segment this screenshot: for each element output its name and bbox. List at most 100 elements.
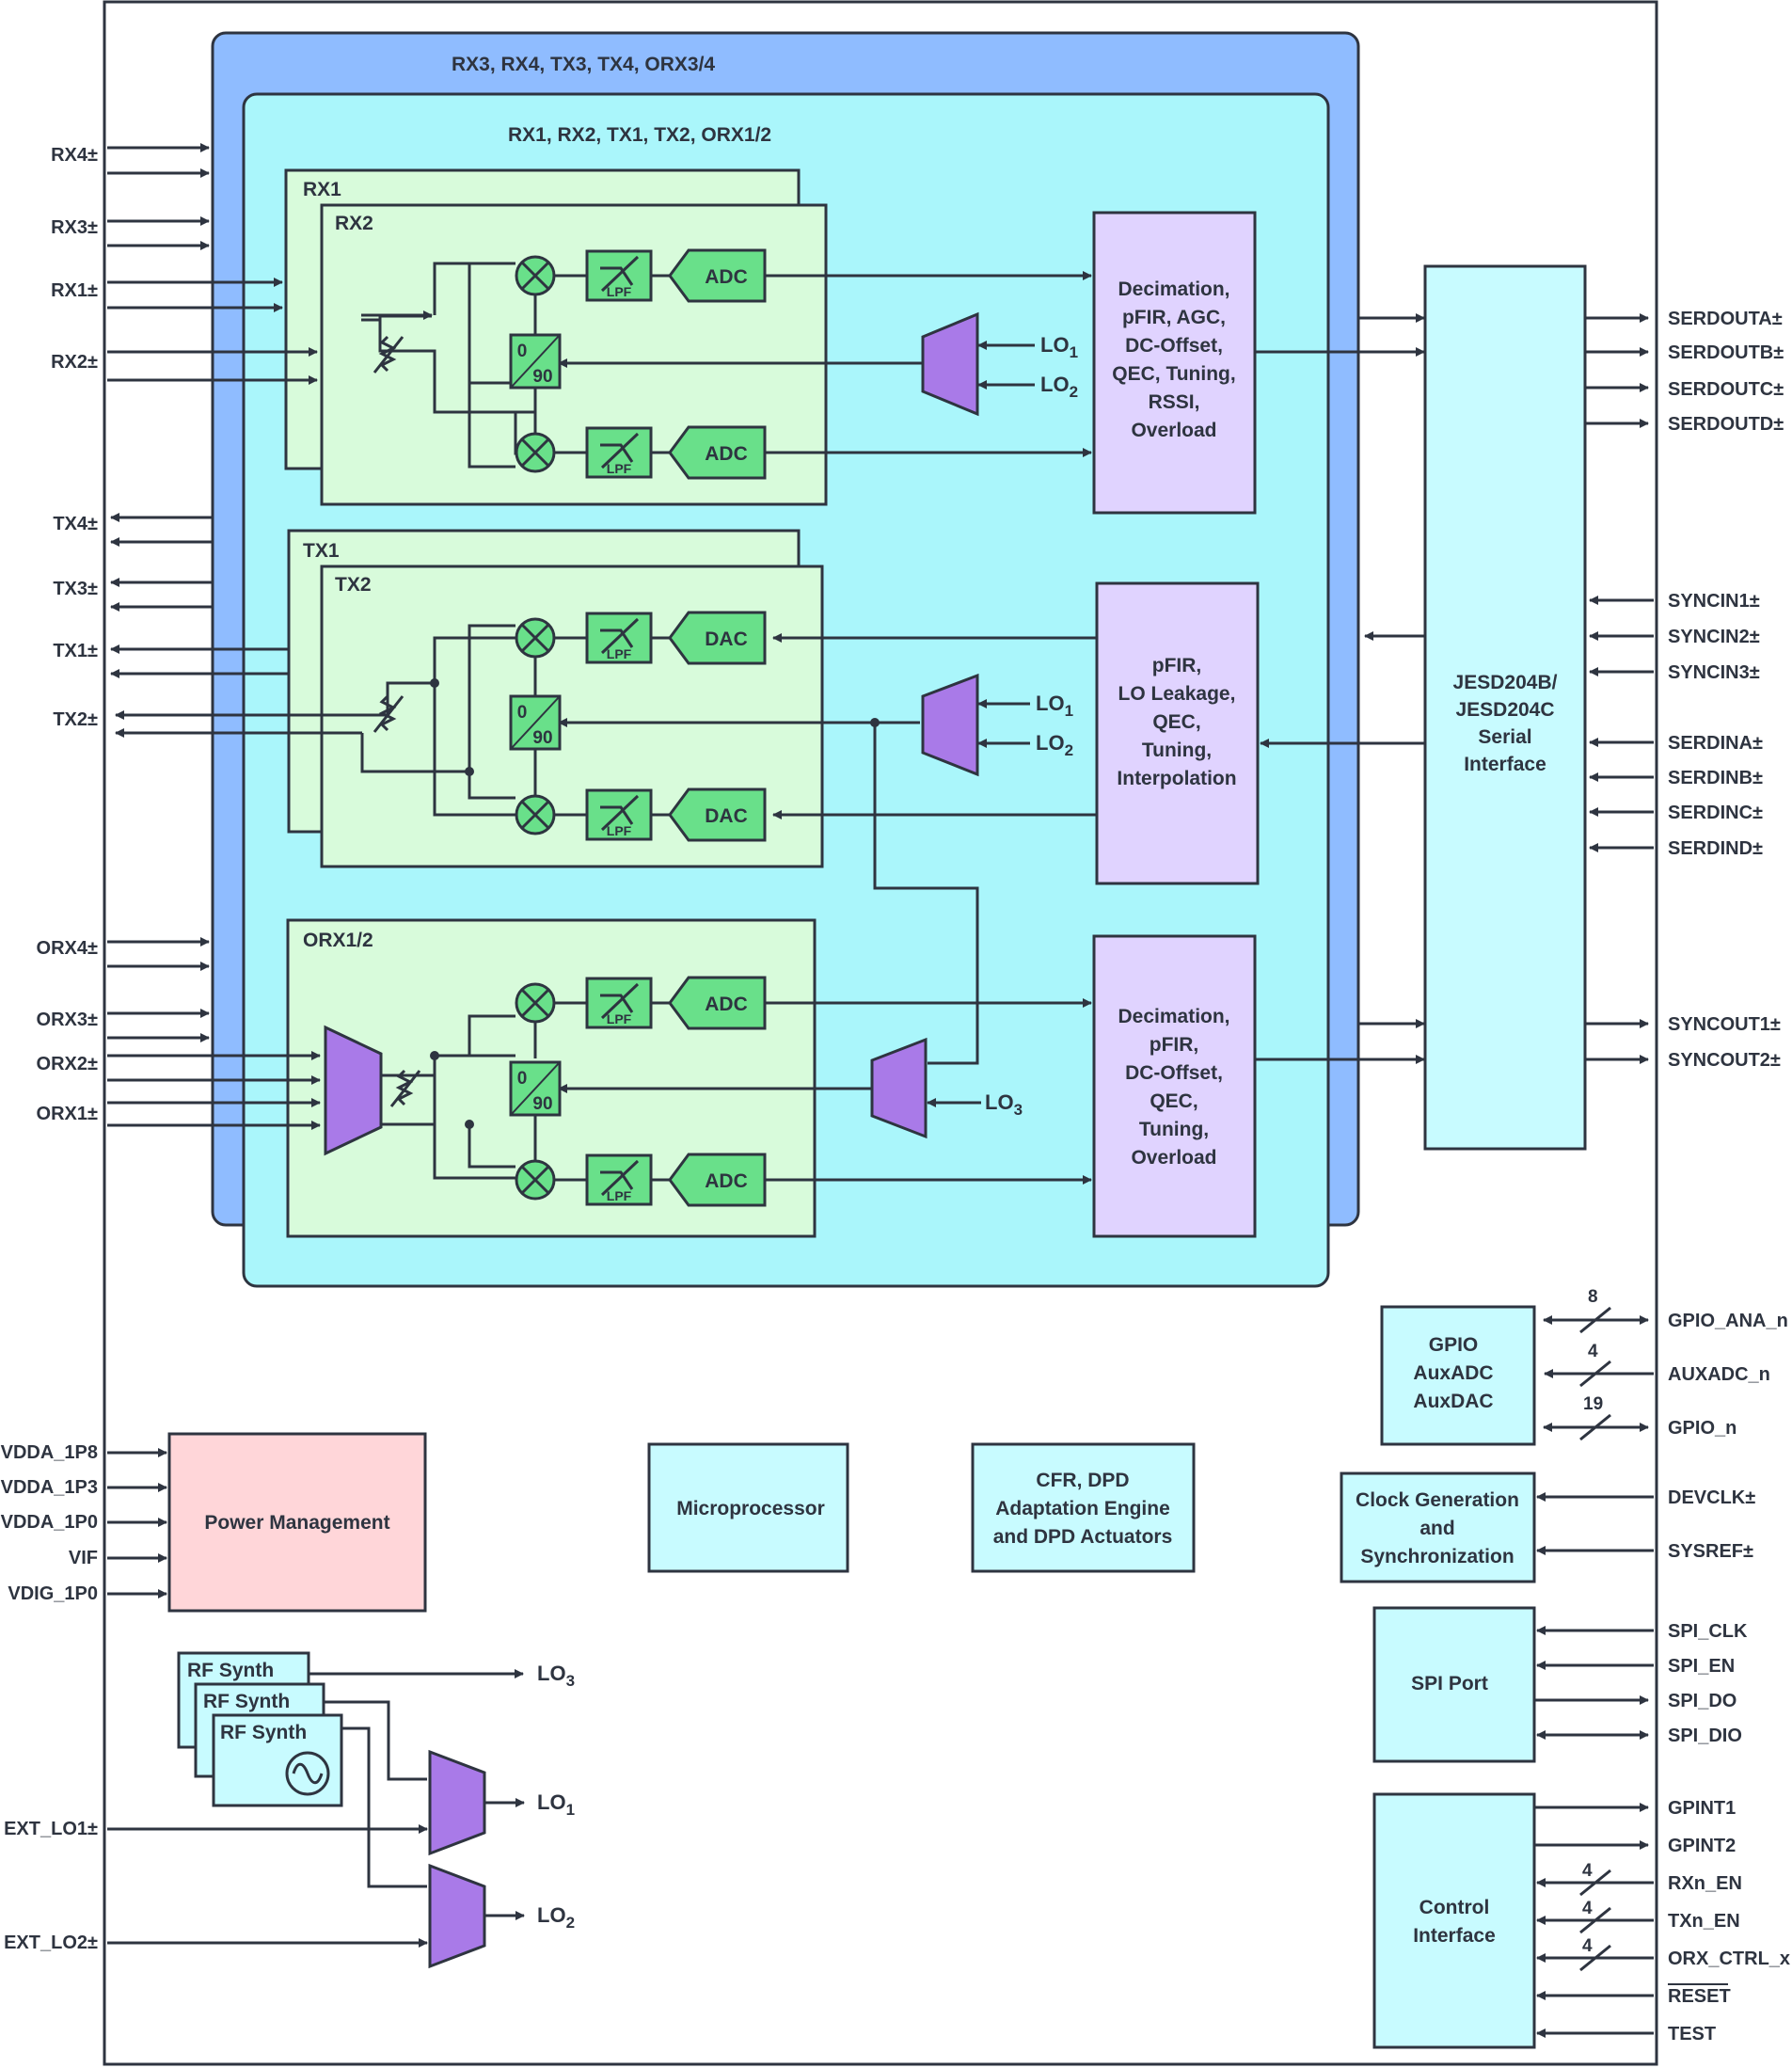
orx-dsp-line: DC-Offset, bbox=[1125, 1062, 1223, 1084]
pin-label-right: SYNCIN1± bbox=[1668, 591, 1760, 612]
power-management-block bbox=[167, 1432, 427, 1613]
pin-label-right: SERDOUTD± bbox=[1668, 414, 1784, 435]
lpf-label: LPF bbox=[607, 646, 632, 661]
pin-label-right: SPI_DIO bbox=[1668, 1726, 1742, 1746]
mixer-icon bbox=[515, 982, 556, 1024]
orx-adc: ADC bbox=[668, 1153, 767, 1207]
lo2-label: LO2 bbox=[1040, 373, 1078, 401]
rx2-label: RX2 bbox=[335, 213, 373, 234]
pin-label-right: AUXADC_n bbox=[1668, 1364, 1770, 1385]
lo-dashes bbox=[979, 343, 1035, 1105]
lpf-label: LPF bbox=[607, 284, 632, 299]
tx-dsp-block: pFIR, LO Leakage, QEC, Tuning, Interpola… bbox=[1095, 581, 1260, 885]
bus-width-auxadc: 4 bbox=[1588, 1342, 1598, 1361]
lo2-label: LO2 bbox=[537, 1903, 575, 1932]
pin-label-left: TX4± bbox=[53, 514, 98, 534]
pin-label-left: VDIG_1P0 bbox=[8, 1583, 98, 1604]
lo1-label: LO1 bbox=[1040, 333, 1078, 361]
tx-signal-chain bbox=[115, 624, 1097, 1065]
gpio-block-line: AuxDAC bbox=[1413, 1391, 1493, 1412]
pin-label-left: VDDA_1P8 bbox=[1, 1442, 98, 1463]
bus-width-slashes bbox=[1579, 1306, 1611, 1972]
dsp-jesd-links bbox=[1256, 313, 1425, 1064]
pin-label-left: TX3± bbox=[53, 579, 98, 599]
clock-block-line: and bbox=[1419, 1518, 1454, 1539]
pin-label-right: DEVCLK± bbox=[1668, 1487, 1755, 1508]
attenuator-icon bbox=[389, 1069, 421, 1107]
jesd-line: JESD204C bbox=[1455, 699, 1554, 721]
phase-top: 0 bbox=[517, 703, 528, 723]
orx-adc: ADC bbox=[668, 976, 767, 1030]
cfr-dpd-line: and DPD Actuators bbox=[993, 1526, 1173, 1548]
pin-label-right: RESET bbox=[1668, 1986, 1731, 2007]
lo1-label: LO1 bbox=[537, 1790, 575, 1819]
lpf-label: LPF bbox=[607, 823, 632, 838]
rx-dsp-line: DC-Offset, bbox=[1125, 335, 1223, 357]
rx-dsp-line: Overload bbox=[1131, 420, 1216, 441]
pin-label-right: SYNCOUT2± bbox=[1668, 1050, 1781, 1071]
orx-dsp-line: Overload bbox=[1131, 1147, 1216, 1169]
cfr-dpd-line: Adaptation Engine bbox=[995, 1498, 1170, 1519]
rf-synth-stack: RF Synth RF Synth RF Synth bbox=[177, 1651, 343, 1807]
mixer-icon bbox=[515, 432, 556, 473]
orx-dsp-line: pFIR, bbox=[1150, 1034, 1199, 1056]
bus-width-rxn-en: 4 bbox=[1582, 1861, 1593, 1881]
pin-label-left: RX3± bbox=[51, 217, 98, 238]
orx-label: ORX1/2 bbox=[303, 930, 373, 951]
lo3-label: LO3 bbox=[985, 1090, 1023, 1119]
spi-port-label: SPI Port bbox=[1411, 1673, 1488, 1694]
clock-block-line: Synchronization bbox=[1360, 1546, 1514, 1567]
pin-label-left: RX4± bbox=[51, 145, 98, 166]
lpf-label: LPF bbox=[607, 1011, 632, 1026]
spi-port-block bbox=[1372, 1606, 1536, 1763]
lpf-label: LPF bbox=[607, 461, 632, 476]
lpf-label: LPF bbox=[607, 1188, 632, 1203]
tx-dsp-line: Tuning, bbox=[1142, 740, 1212, 761]
mixer-icon bbox=[515, 617, 556, 659]
rx-lo-mux bbox=[921, 311, 979, 417]
orx-lo-mux bbox=[870, 1037, 928, 1139]
gpio-block-line: GPIO bbox=[1429, 1334, 1479, 1356]
clock-block-line: Clock Generation bbox=[1356, 1489, 1519, 1511]
left-pin-arrows bbox=[107, 143, 321, 1599]
bus-width-gpio-ana: 8 bbox=[1588, 1287, 1598, 1307]
pin-label-left: RX1± bbox=[51, 280, 98, 301]
jesd-line: Interface bbox=[1464, 754, 1546, 775]
rf-synth-label: RF Synth bbox=[220, 1722, 307, 1743]
orx-adc-label: ADC bbox=[705, 994, 748, 1015]
mixer-icon bbox=[515, 1159, 556, 1201]
tx-dsp-line: QEC, bbox=[1152, 711, 1200, 733]
pin-label-right: SERDINB± bbox=[1668, 768, 1763, 788]
rx-adc: ADC bbox=[668, 248, 767, 303]
gpio-block-line: AuxADC bbox=[1413, 1362, 1493, 1384]
microprocessor-block bbox=[647, 1442, 849, 1573]
rx1-label: RX1 bbox=[303, 179, 341, 200]
lpf-filter: LPF bbox=[585, 612, 653, 664]
gpio-block bbox=[1380, 1305, 1536, 1446]
pin-label-right: SERDOUTA± bbox=[1668, 309, 1783, 329]
tx-dac: DAC bbox=[668, 787, 767, 842]
pin-label-right: SYNCOUT1± bbox=[1668, 1014, 1781, 1035]
mixer-icon bbox=[515, 794, 556, 835]
phase-bottom: 90 bbox=[532, 728, 552, 748]
pin-label-left: TX2± bbox=[53, 709, 98, 730]
lo2-label: LO2 bbox=[1036, 731, 1073, 759]
pin-label-right: TEST bbox=[1668, 2024, 1716, 2044]
lpf-filter: LPF bbox=[585, 788, 653, 841]
lpf-filter: LPF bbox=[585, 1153, 653, 1206]
pin-label-left: VDDA_1P0 bbox=[1, 1512, 98, 1533]
phase-shifter: 090 bbox=[509, 1060, 562, 1117]
lo1-label: LO1 bbox=[1036, 692, 1073, 720]
orx-dsp-line: Tuning, bbox=[1139, 1119, 1209, 1140]
phase-top: 0 bbox=[517, 342, 528, 361]
rx-dsp-line: Decimation, bbox=[1118, 278, 1229, 300]
tx-dsp-line: Interpolation bbox=[1117, 768, 1236, 789]
jesd-line: JESD204B/ bbox=[1453, 672, 1558, 693]
orx-signal-chain bbox=[382, 998, 1092, 1185]
rx-adc-label: ADC bbox=[705, 266, 748, 288]
attenuator-icon bbox=[373, 694, 404, 733]
pin-label-left: TX1± bbox=[53, 641, 98, 661]
lo3-label: LO3 bbox=[537, 1662, 575, 1690]
pin-label-left: EXT_LO2± bbox=[4, 1933, 98, 1953]
attenuator-icon bbox=[373, 335, 404, 374]
